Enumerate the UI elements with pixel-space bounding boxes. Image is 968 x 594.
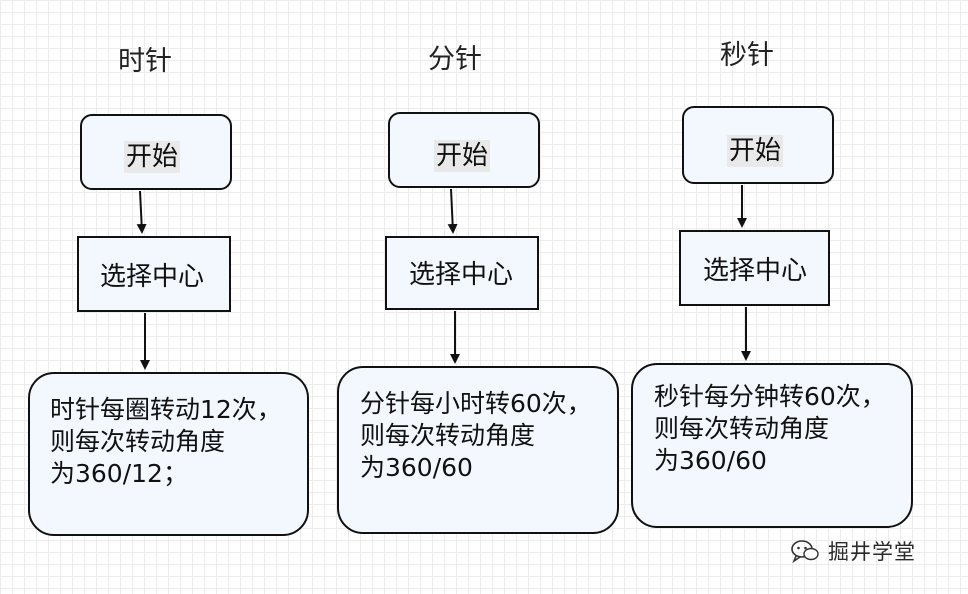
start-label: 开始 — [434, 140, 491, 172]
watermark: 掘井学堂 — [790, 536, 916, 566]
result-line: 分针每小时转60次， — [360, 389, 592, 418]
step-label: 选择中心 — [409, 260, 514, 290]
result-node-second: 秒针每分钟转60次， 则每次转动角度 为360/60 — [631, 363, 913, 528]
result-line: 秒针每分钟转60次， — [654, 382, 886, 411]
step-label: 选择中心 — [703, 256, 808, 286]
result-line: 为360/12； — [50, 459, 188, 488]
result-line: 为360/60 — [654, 446, 767, 475]
start-node-minute: 开始 — [388, 112, 540, 188]
start-label: 开始 — [727, 135, 784, 167]
start-node-hour: 开始 — [80, 114, 232, 190]
result-line: 则每次转动角度 — [360, 421, 536, 450]
result-line: 时针每圈转动12次， — [50, 395, 282, 424]
result-node-minute: 分针每小时转60次， 则每次转动角度 为360/60 — [337, 366, 619, 534]
start-node-second: 开始 — [682, 106, 834, 184]
result-line: 则每次转动角度 — [50, 427, 226, 456]
arrow-minute-1 — [447, 188, 458, 234]
title-hour-hand: 时针 — [118, 46, 172, 77]
wechat-icon — [791, 540, 819, 564]
start-label: 开始 — [124, 141, 181, 173]
watermark-text: 掘井学堂 — [828, 540, 916, 564]
result-line: 为360/60 — [360, 453, 473, 482]
select-center-node-second: 选择中心 — [679, 230, 830, 306]
result-line: 则每次转动角度 — [654, 414, 830, 443]
step-label: 选择中心 — [100, 262, 205, 292]
result-node-hour: 时针每圈转动12次， 则每次转动角度 为360/12； — [28, 372, 309, 536]
title-second-hand: 秒针 — [720, 40, 774, 71]
title-minute-hand: 分针 — [428, 44, 482, 75]
select-center-node-hour: 选择中心 — [77, 236, 231, 312]
select-center-node-minute: 选择中心 — [385, 236, 539, 310]
arrow-hour-1 — [136, 190, 147, 234]
